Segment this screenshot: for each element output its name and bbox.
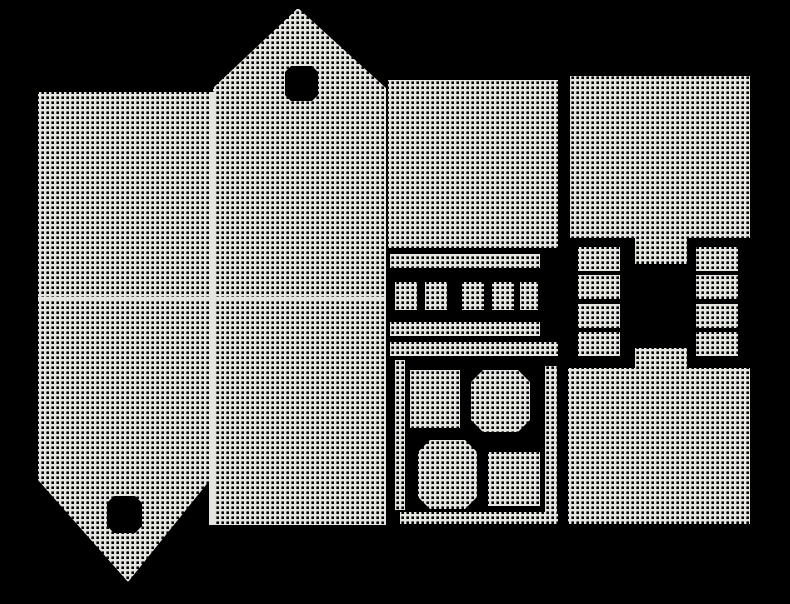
left-large-panel bbox=[38, 92, 210, 582]
middle-strip-top bbox=[390, 254, 540, 268]
right-col-piece-3 bbox=[578, 304, 620, 328]
middle-strip-rail bbox=[390, 342, 558, 356]
small-bracket-4 bbox=[492, 282, 514, 310]
top-hole bbox=[285, 66, 318, 101]
center-column-top bbox=[635, 208, 687, 264]
vertical-rail-left bbox=[395, 360, 405, 510]
right-col-piece-1 bbox=[578, 247, 620, 271]
bottom-hole bbox=[107, 496, 142, 533]
small-bracket-5 bbox=[520, 282, 538, 310]
left-center-seam bbox=[209, 92, 214, 525]
right-col-piece-4 bbox=[578, 332, 620, 356]
bottom-rail bbox=[400, 512, 558, 524]
right-col-piece-7 bbox=[696, 304, 738, 328]
vertical-rail-right bbox=[545, 366, 557, 516]
lower-right-panel bbox=[568, 368, 750, 524]
small-bracket-3 bbox=[462, 282, 484, 310]
center-panel-divider bbox=[213, 297, 386, 300]
lower-middle-square-2 bbox=[488, 452, 540, 506]
lower-middle-square bbox=[410, 370, 460, 428]
center-peaked-panel bbox=[213, 8, 386, 525]
right-col-piece-2 bbox=[578, 275, 620, 299]
left-panel-divider bbox=[38, 297, 210, 300]
right-col-piece-5 bbox=[696, 247, 738, 271]
right-col-piece-8 bbox=[696, 332, 738, 356]
upper-middle-panel bbox=[388, 80, 558, 248]
octagon-piece-1 bbox=[471, 370, 530, 432]
mesh-pieces bbox=[38, 8, 750, 582]
middle-strip-bottom bbox=[390, 322, 540, 336]
octagon-piece-2 bbox=[418, 440, 477, 509]
small-bracket-2 bbox=[425, 282, 447, 310]
right-col-piece-6 bbox=[696, 275, 738, 299]
small-bracket-1 bbox=[395, 282, 417, 310]
